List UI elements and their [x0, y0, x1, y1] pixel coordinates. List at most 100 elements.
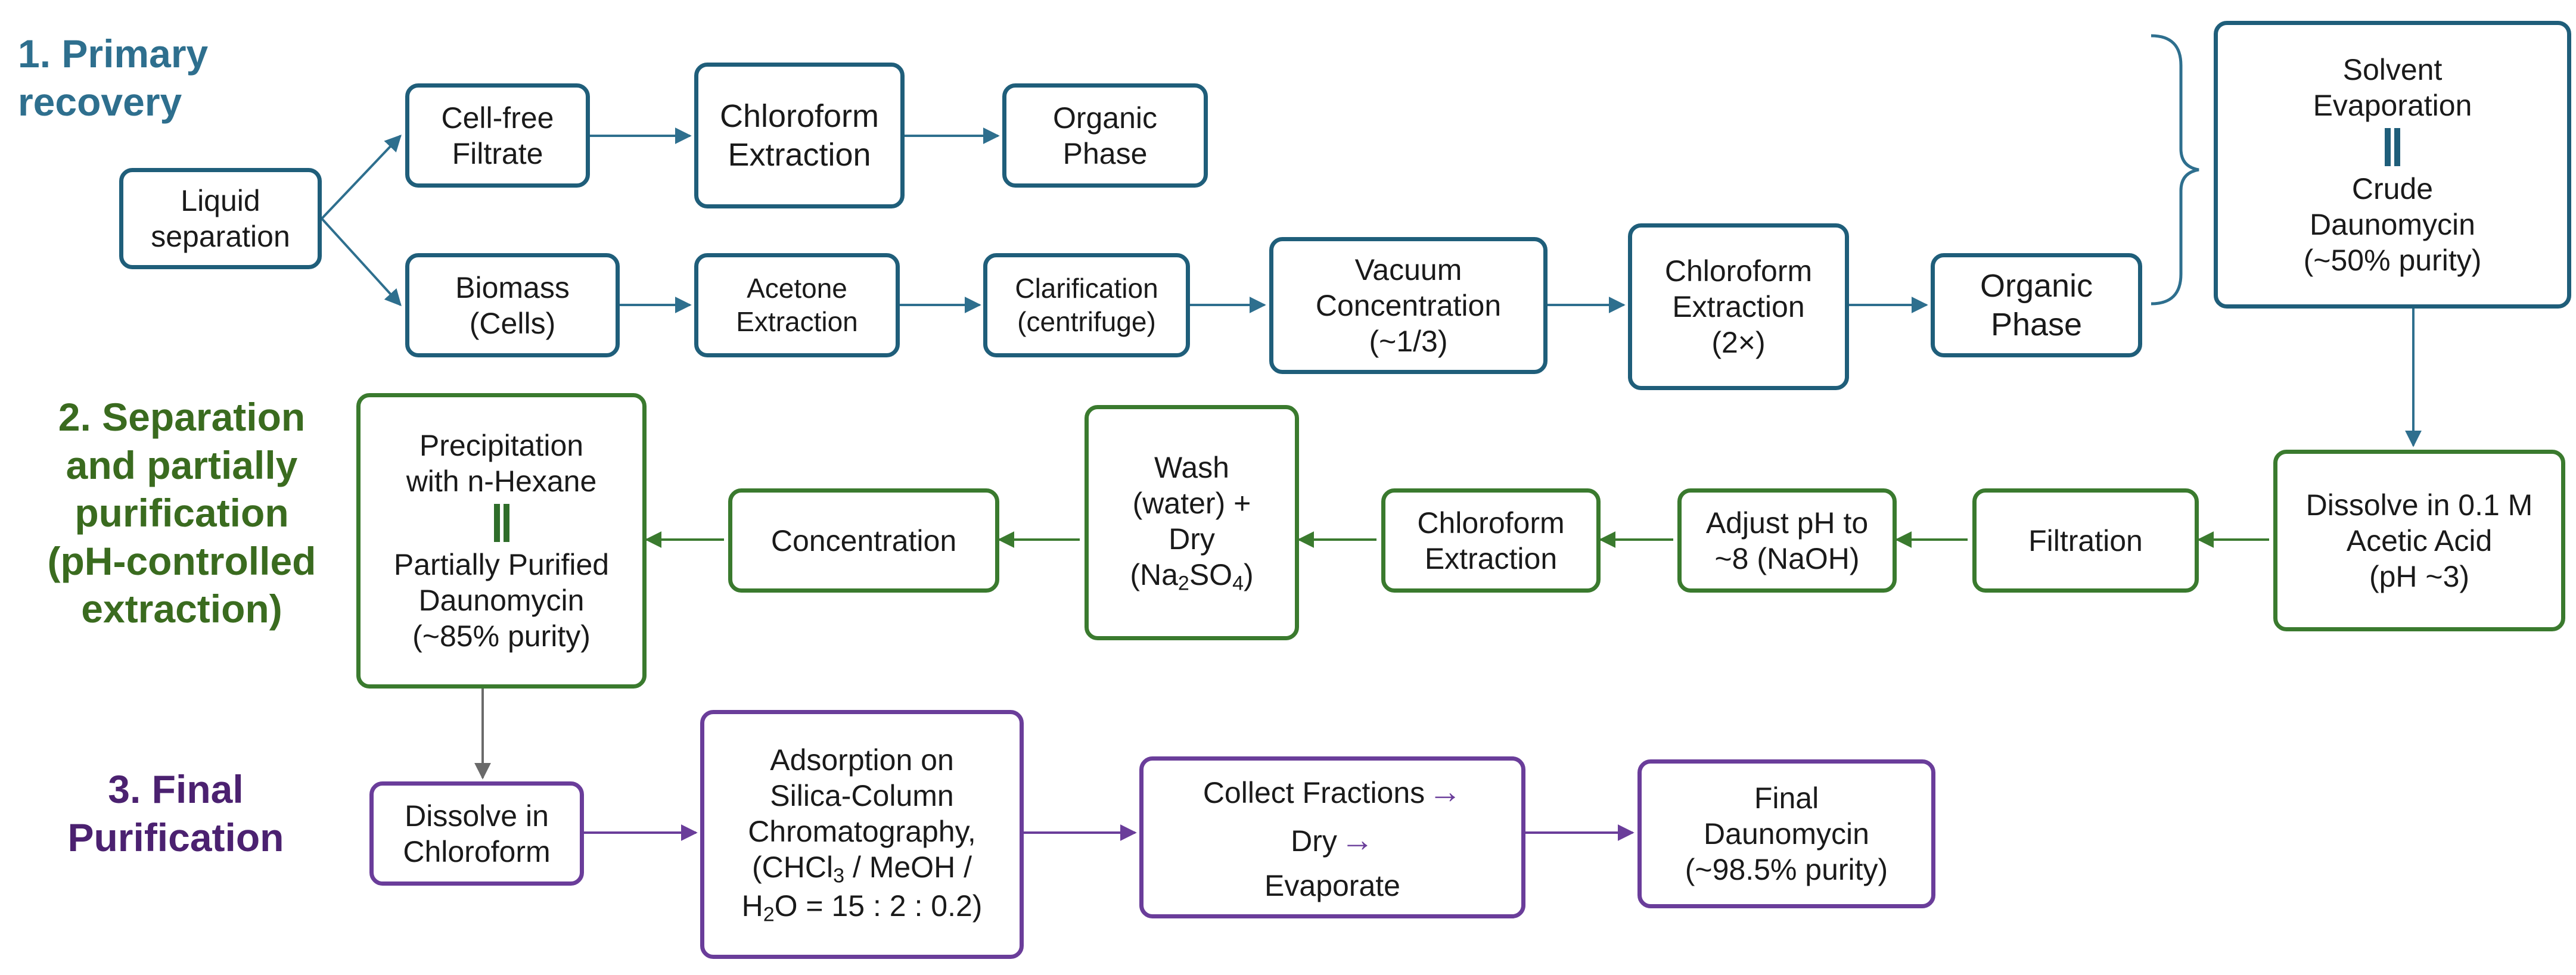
node-text: Cell-free: [441, 101, 554, 135]
node-organic-phase-top: Organic Phase: [1002, 83, 1208, 188]
node-text: Daunomycin: [1704, 817, 1869, 851]
node-text: Biomass: [455, 270, 570, 304]
stage-line: recovery: [18, 79, 182, 124]
node-text: Chloroform: [719, 98, 880, 134]
node-clarification: Clarification (centrifuge): [983, 253, 1190, 357]
node-text: Daunomycin: [2310, 207, 2475, 241]
node-text: (~50% purity): [2303, 243, 2482, 277]
equivalence-icon: [493, 504, 509, 542]
stage-line: and partially: [66, 443, 298, 487]
node-text: Liquid: [181, 184, 260, 217]
node-text: Extraction: [728, 136, 871, 173]
formula-line: H2O = 15 : 2 : 0.2): [742, 888, 983, 927]
node-text: Vacuum: [1354, 253, 1462, 286]
stage-line: 3. Final: [108, 767, 244, 811]
node-text: Filtration: [2028, 524, 2143, 557]
node-acetone-extraction: Acetone Extraction: [694, 253, 900, 357]
node-text: Wash: [1154, 450, 1229, 484]
node-text: Dry: [1291, 824, 1337, 858]
node-collect-fractions: Collect Fractions→ Dry→ Evaporate: [1139, 756, 1525, 918]
arrow-liquid-to-filtrate: [321, 134, 402, 220]
node-text: Organic: [1052, 101, 1158, 135]
node-text: with n-Hexane: [406, 465, 597, 498]
formula-sub: 4: [1232, 572, 1244, 595]
node-dissolve-chloroform: Dissolve in Chloroform: [369, 781, 584, 886]
merge-brace: [2151, 34, 2199, 306]
node-text: Chromatography,: [748, 814, 976, 848]
node-precipitation: Precipitation with n-Hexane Partially Pu…: [356, 393, 647, 689]
node-text: Crude: [2351, 172, 2434, 205]
node-text: Concentration: [1315, 289, 1502, 322]
equivalence-icon: [2385, 127, 2400, 166]
node-dissolve-acetic-acid: Dissolve in 0.1 M Acetic Acid (pH ~3): [2273, 450, 2565, 631]
formula-part: (CHCl: [752, 850, 834, 884]
node-line-collect: Collect Fractions→: [1203, 771, 1462, 811]
formula-part: SO: [1189, 557, 1233, 591]
stage-line: purification: [74, 491, 289, 535]
stage-line: extraction): [81, 587, 282, 631]
node-text: Partially Purified: [393, 548, 610, 581]
node-organic-phase-bottom: Organic Phase: [1931, 253, 2142, 357]
stage-label-separation: 2. Separation and partially purification…: [12, 393, 352, 633]
node-text: Evaporation: [2313, 88, 2472, 122]
node-text: (pH ~3): [2369, 559, 2470, 593]
node-line-dry: Dry→: [1291, 820, 1374, 859]
node-text: Filtrate: [452, 136, 543, 170]
formula-line: (Na2SO4): [1130, 557, 1253, 596]
node-solvent-evaporation: Solvent Evaporation Crude Daunomycin (~5…: [2214, 21, 2571, 309]
node-text: Chloroform: [403, 834, 551, 868]
node-chloroform-extraction-mid: Chloroform Extraction: [1381, 488, 1601, 593]
stage-line: 1. Primary: [18, 32, 209, 76]
node-adjust-ph: Adjust pH to ~8 (NaOH): [1677, 488, 1897, 593]
node-text: Chloroform: [1664, 254, 1813, 288]
node-final-daunomycin: Final Daunomycin (~98.5% purity): [1637, 759, 1935, 908]
node-text: Silica-Column: [770, 778, 954, 812]
node-text: Concentration: [770, 524, 957, 557]
node-text: Extraction: [1424, 541, 1558, 575]
node-wash-dry: Wash (water) + Dry (Na2SO4): [1085, 405, 1299, 640]
node-text: Dry: [1169, 522, 1215, 556]
node-text: Extraction: [1672, 290, 1805, 323]
node-text: Phase: [1990, 306, 2083, 342]
stage-line: (pH-controlled: [47, 538, 316, 583]
node-text: Daunomycin: [418, 584, 585, 617]
node-concentration: Concentration: [728, 488, 999, 593]
node-biomass: Biomass (Cells): [405, 253, 620, 357]
node-vacuum-concentration: Vacuum Concentration (~1/3): [1269, 237, 1548, 374]
node-text: (~1/3): [1369, 325, 1448, 358]
node-cell-free-filtrate: Cell-free Filtrate: [405, 83, 590, 188]
node-text: Extraction: [736, 306, 858, 337]
right-arrow-icon: →: [1340, 821, 1374, 858]
formula-part: (Na: [1130, 557, 1178, 591]
node-text: Chloroform: [1417, 506, 1565, 540]
formula-line: (CHCl3 / MeOH /: [752, 849, 972, 888]
node-text: (water) +: [1132, 486, 1251, 520]
node-text: Adjust pH to: [1705, 506, 1869, 540]
node-text: (2×): [1711, 326, 1766, 359]
formula-part: O = 15 : 2 : 0.2): [774, 889, 983, 923]
stage-label-primary: 1. Primary recovery: [18, 30, 208, 126]
node-liquid-separation: Liquid separation: [119, 168, 322, 269]
right-arrow-icon: →: [1428, 772, 1462, 810]
node-text: (~98.5% purity): [1685, 853, 1888, 886]
node-text: Dissolve in 0.1 M: [2305, 488, 2533, 522]
stage-label-final: 3. Final Purification: [36, 765, 316, 861]
node-text: Solvent: [2342, 52, 2443, 86]
node-text: (~85% purity): [412, 619, 591, 653]
formula-part: / MeOH /: [844, 850, 972, 884]
node-text: (Cells): [469, 306, 556, 340]
formula-part: H: [741, 889, 763, 923]
node-chloroform-extraction-top: Chloroform Extraction: [694, 63, 905, 208]
formula-sub: 2: [763, 903, 775, 926]
node-text: Dissolve in: [405, 799, 549, 833]
node-text: Acetic Acid: [2346, 524, 2493, 557]
stage-line: Purification: [67, 815, 284, 859]
formula-part: ): [1244, 557, 1254, 591]
node-text: Organic: [1980, 267, 2093, 304]
formula-sub: 2: [1177, 572, 1189, 595]
node-adsorption: Adsorption on Silica-Column Chromatograp…: [700, 710, 1024, 959]
node-text: Final: [1754, 781, 1819, 815]
node-text: Evaporate: [1264, 869, 1400, 903]
